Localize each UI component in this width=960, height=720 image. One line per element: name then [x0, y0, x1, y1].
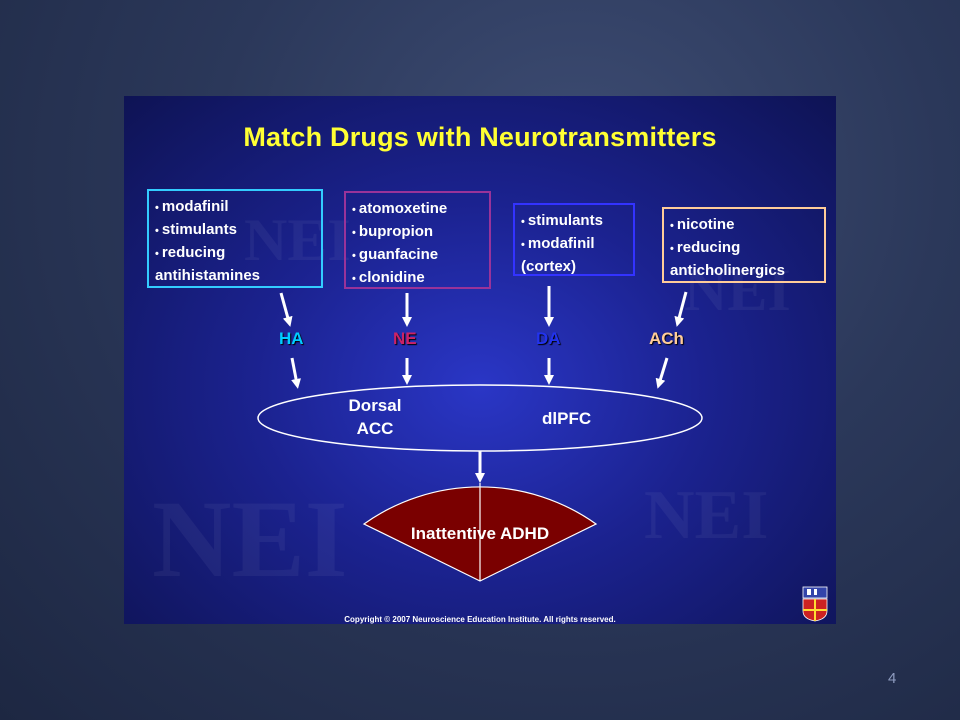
drug-item: stimulants: [521, 210, 627, 233]
drug-item: reducing: [155, 242, 315, 265]
copyright-notice: Copyright © 2007 Neuroscience Education …: [344, 615, 616, 624]
drug-box-ne: atomoxetine bupropion guanfacine clonidi…: [344, 191, 491, 289]
outcome-label: Inattentive ADHD: [410, 524, 550, 543]
drug-item: modafinil: [155, 196, 315, 219]
page-number: 4: [888, 670, 897, 687]
drug-item-continuation: antihistamines: [155, 267, 261, 284]
region-dorsal-acc: Dorsal ACC: [330, 394, 420, 440]
arrow-ha-top: [279, 292, 293, 327]
region-dorsal-line2: ACC: [356, 419, 394, 438]
drug-box-da: stimulants modafinil (cortex): [513, 203, 635, 276]
arrow-ach-top: [674, 291, 688, 327]
neurotransmitter-ha: HA: [279, 329, 304, 348]
drug-item: modafinil: [521, 233, 627, 256]
watermark-nei: NEI: [152, 478, 348, 600]
drug-item-continuation: anticholinergics: [670, 262, 786, 279]
arrow-ach-bottom: [655, 357, 669, 389]
arrow-ha-bottom: [290, 357, 301, 389]
diagram-connectors: [257, 286, 703, 582]
drug-item-continuation: (cortex): [521, 258, 577, 275]
slide-title: Match Drugs with Neurotransmitters: [243, 122, 717, 152]
region-dlpfc: dlPFC: [542, 409, 592, 428]
drug-item: reducing: [670, 237, 818, 260]
neurotransmitter-ne: NE: [393, 329, 417, 348]
brain-region-ellipse: [257, 384, 703, 452]
drug-item: bupropion: [352, 221, 483, 244]
watermark-nei: NEI: [684, 257, 791, 323]
drug-item: clonidine: [352, 267, 483, 290]
neurotransmitter-da: DA: [536, 329, 561, 348]
drug-item: stimulants: [155, 219, 315, 242]
drug-box-ha: modafinil stimulants reducing antihistam…: [147, 189, 323, 288]
drug-item: guanfacine: [352, 244, 483, 267]
watermark-nei: NEI: [644, 477, 769, 554]
neurotransmitter-ach: ACh: [649, 329, 684, 348]
slide-panel: NEI NEI NEI NEI Match Drugs with Neurotr…: [124, 96, 836, 624]
region-dorsal-line1: Dorsal: [348, 396, 402, 415]
nei-crest-logo: [802, 586, 828, 622]
drug-box-ach: nicotine reducing anticholinergics: [662, 207, 826, 283]
drug-item: nicotine: [670, 214, 818, 237]
drug-item: atomoxetine: [352, 198, 483, 221]
